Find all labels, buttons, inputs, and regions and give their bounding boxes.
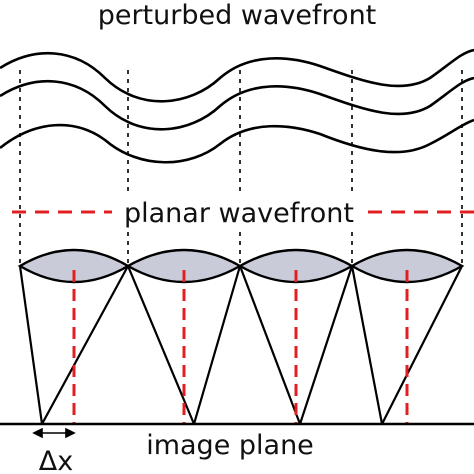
cone-2-right — [192, 265, 242, 425]
delta-x-arrow — [32, 427, 76, 439]
reference-axes — [72, 270, 409, 424]
cone-4-right — [381, 265, 463, 425]
cone-3-left — [238, 265, 302, 425]
planar-wavefront-label: planar wavefront — [124, 198, 354, 229]
cone-1-right — [41, 265, 129, 425]
cone-2-left — [126, 265, 196, 425]
wavefront-line-1 — [0, 48, 474, 103]
cone-3-right — [298, 265, 354, 425]
arrowhead-left — [32, 427, 43, 439]
lenslet-dividers — [19, 70, 463, 266]
cone-4-left — [350, 265, 384, 425]
image-plane-label: image plane — [146, 430, 314, 461]
perturbed-wavefront-label: perturbed wavefront — [98, 0, 377, 31]
perturbed-wavefronts — [0, 48, 474, 164]
delta-x-label: Δx — [39, 446, 73, 474]
planar-label-backdrop — [112, 194, 366, 228]
wavefront-line-3 — [0, 118, 474, 164]
arrowhead-right — [65, 427, 76, 439]
focus-cones — [18, 265, 463, 425]
wavefront-line-2 — [0, 76, 474, 131]
cone-1-left — [18, 265, 44, 425]
